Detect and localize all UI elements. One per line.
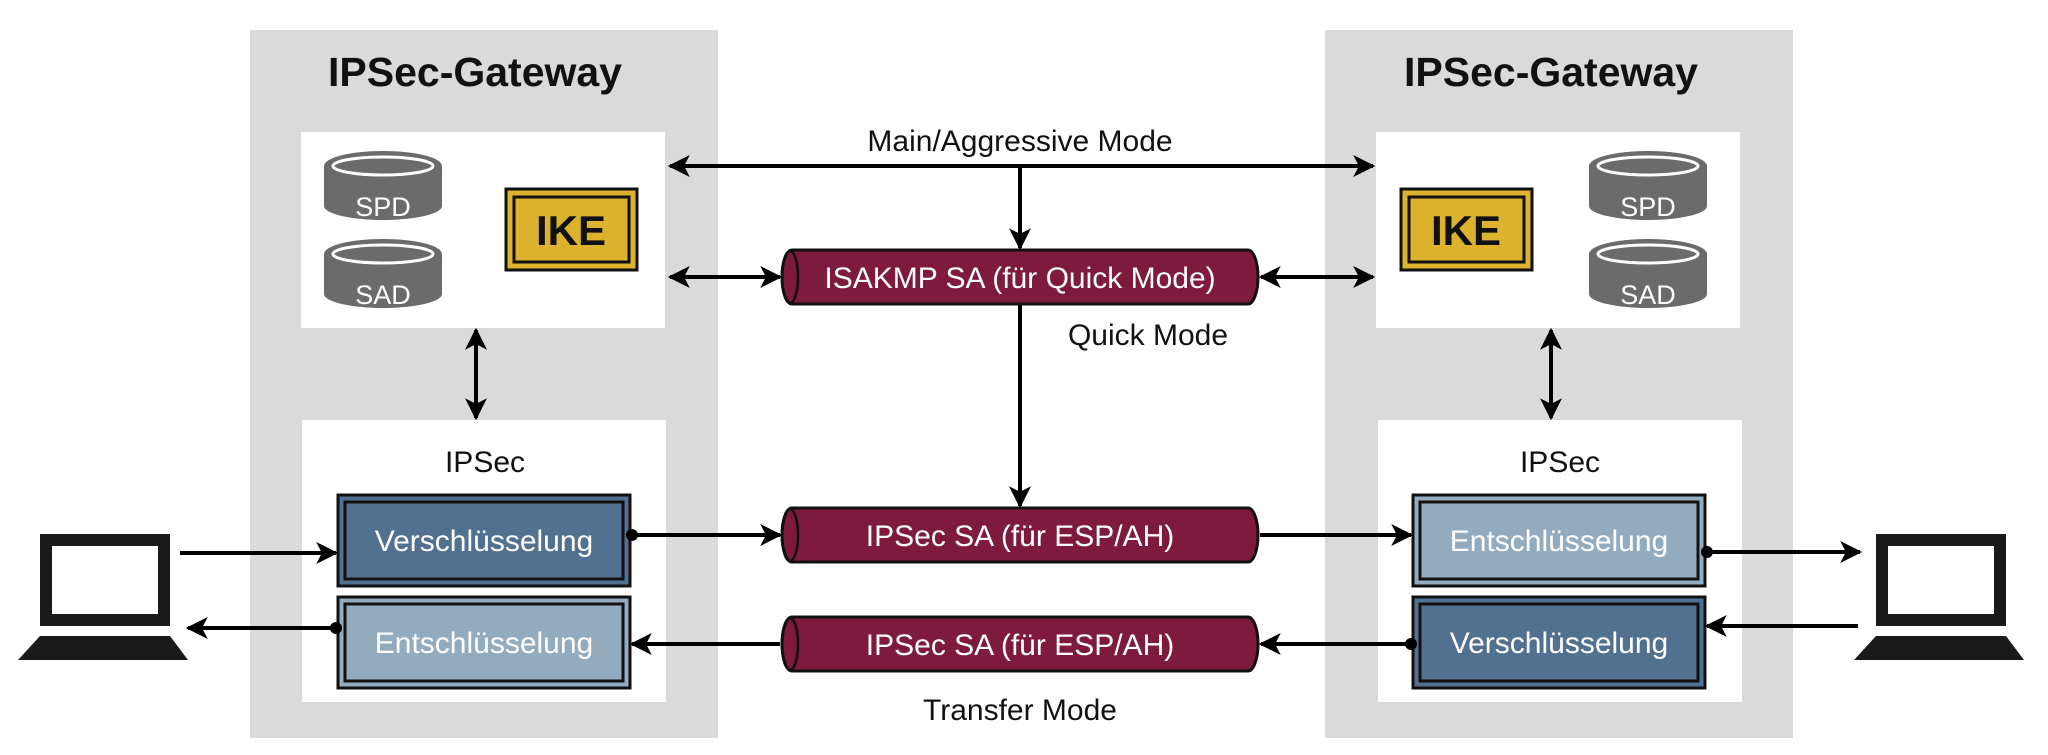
- svg-text:SPD: SPD: [355, 192, 411, 222]
- right-gateway-title: IPSec-Gateway: [1404, 49, 1698, 95]
- right-sad-database-icon: SAD: [1589, 239, 1707, 310]
- svg-text:IPSec SA (für ESP/AH): IPSec SA (für ESP/AH): [866, 629, 1174, 662]
- svg-text:Entschlüsselung: Entschlüsselung: [1450, 525, 1668, 558]
- svg-text:IPSec SA (für ESP/AH): IPSec SA (für ESP/AH): [866, 520, 1174, 553]
- svg-text:Verschlüsselung: Verschlüsselung: [1450, 627, 1668, 660]
- right-ipsec-label: IPSec: [1520, 446, 1600, 479]
- isakmp-sa-pipe: ISAKMP SA (für Quick Mode): [780, 248, 1260, 306]
- quick-mode-label: Quick Mode: [1068, 319, 1228, 352]
- svg-text:IKE: IKE: [536, 207, 606, 254]
- svg-text:ISAKMP SA (für Quick Mode): ISAKMP SA (für Quick Mode): [824, 262, 1215, 295]
- left-spd-database-icon: SPD: [324, 151, 442, 222]
- svg-text:Verschlüsselung: Verschlüsselung: [375, 525, 593, 558]
- svg-text:SPD: SPD: [1620, 192, 1676, 222]
- left-ike-box: IKE: [504, 187, 639, 272]
- svg-text:SAD: SAD: [1620, 280, 1676, 310]
- right-decrypt-box: Entschlüsselung: [1411, 493, 1707, 588]
- left-laptop-icon: [18, 534, 188, 660]
- left-decrypt-box: Entschlüsselung: [336, 595, 632, 690]
- right-laptop-icon: [1854, 534, 2024, 660]
- left-encrypt-box: Verschlüsselung: [336, 493, 632, 588]
- ipsec-sa-pipe-outbound: IPSec SA (für ESP/AH): [780, 506, 1260, 564]
- svg-text:IKE: IKE: [1431, 207, 1501, 254]
- left-sad-database-icon: SAD: [324, 239, 442, 310]
- right-spd-database-icon: SPD: [1589, 151, 1707, 222]
- right-ike-box: IKE: [1399, 187, 1534, 272]
- left-ipsec-label: IPSec: [445, 446, 525, 479]
- transfer-mode-label: Transfer Mode: [923, 694, 1117, 727]
- svg-text:Entschlüsselung: Entschlüsselung: [375, 627, 593, 660]
- main-mode-label: Main/Aggressive Mode: [867, 125, 1172, 158]
- ipsec-sa-pipe-inbound: IPSec SA (für ESP/AH): [780, 615, 1260, 673]
- svg-text:SAD: SAD: [355, 280, 411, 310]
- left-gateway-title: IPSec-Gateway: [328, 49, 622, 95]
- right-encrypt-box: Verschlüsselung: [1411, 595, 1707, 690]
